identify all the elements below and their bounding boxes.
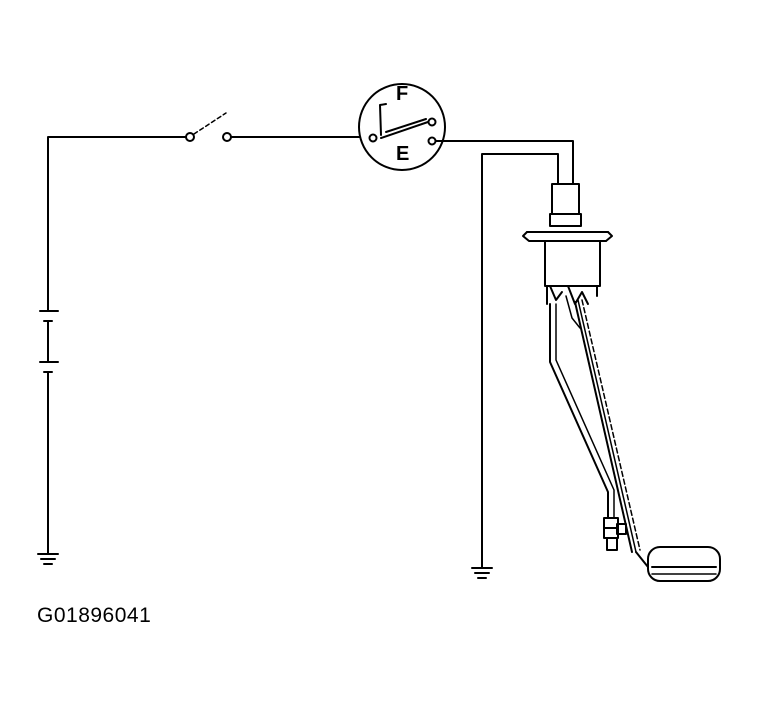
figure-id: G01896041 bbox=[37, 604, 152, 627]
float-icon bbox=[635, 546, 721, 582]
sender-connector bbox=[549, 183, 582, 227]
ground-icon-right bbox=[471, 567, 493, 579]
sender-flange bbox=[522, 231, 613, 242]
gauge-full-label: F bbox=[396, 83, 408, 105]
fuel-gauge-icon: F E bbox=[358, 83, 446, 171]
sender-unit-body bbox=[544, 240, 601, 329]
ignition-switch-icon bbox=[185, 112, 232, 142]
float-arm bbox=[574, 299, 641, 553]
gauge-empty-label: E bbox=[396, 143, 409, 165]
left-wire bbox=[47, 136, 361, 555]
sender-wire bbox=[435, 140, 574, 185]
battery-icon bbox=[39, 310, 59, 373]
ground-icon-left bbox=[37, 553, 59, 565]
sliding-contact bbox=[603, 517, 627, 551]
sender-ground-wire bbox=[481, 153, 559, 569]
resistor-strip bbox=[549, 303, 615, 519]
